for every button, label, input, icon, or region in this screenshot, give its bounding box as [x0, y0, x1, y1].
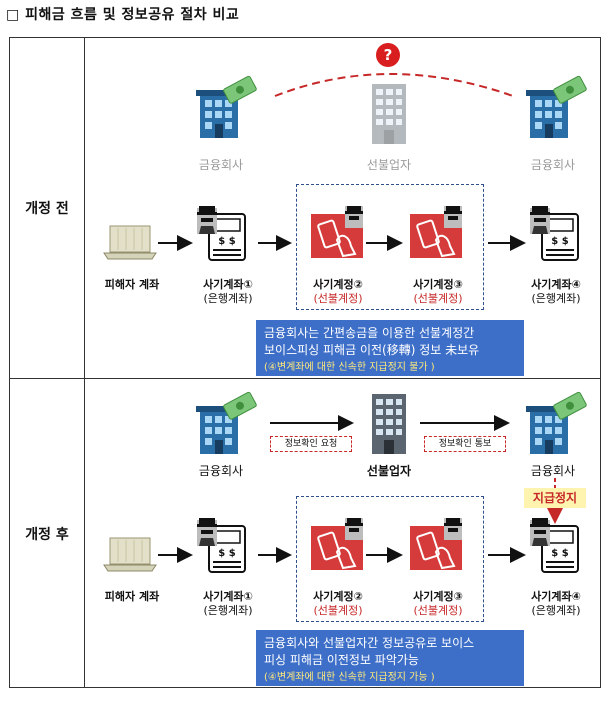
row-divider [9, 378, 601, 379]
fraud-account-1-name: 사기계좌① [203, 590, 253, 603]
prepaid-vendor-building-icon [372, 84, 406, 144]
comparison-table [9, 37, 601, 688]
laptop-icon [103, 537, 157, 572]
column-divider [84, 37, 85, 688]
summary-line: 금융회사와 선불업자간 정보공유로 보이스 [264, 636, 475, 650]
bank-building-icon [195, 391, 258, 455]
prepaid-vendor-label: 선불업자 [366, 464, 412, 478]
page-title: □ 피해금 흐름 및 정보공유 절차 비교 [6, 7, 240, 23]
fraud-account-1-type: (은행계좌) [203, 292, 253, 305]
bank-building-icon [195, 75, 258, 139]
laptop-icon [103, 225, 157, 260]
fraud-account-3-name: 사기계정③ [413, 590, 463, 603]
after-summary-box: 금융회사와 선불업자간 정보공유로 보이스 피싱 피해금 이전정보 파악가능 (… [256, 630, 524, 686]
prepaid-accounts-frame [296, 184, 484, 310]
fraud-account-2-type: (선불계정) [313, 604, 363, 617]
info-notify-label: 정보확인 통보 [424, 436, 506, 452]
summary-line: 보이스피싱 피해금 이전(移轉) 정보 未보유 [264, 343, 480, 357]
victim-account-label: 피해자 계좌 [104, 278, 160, 291]
payment-stop-badge: 지급정지 [524, 488, 586, 508]
fraud-account-1-name: 사기계좌① [203, 278, 253, 291]
bank-label: 금융회사 [530, 464, 576, 478]
row-label-before: 개정 전 [25, 201, 69, 217]
unknown-link-arc [274, 73, 514, 97]
bank-building-icon [525, 75, 588, 139]
fraud-account-2-name: 사기계정② [313, 590, 363, 603]
fraud-account-4-name: 사기계좌④ [531, 590, 581, 603]
question-icon: ? [376, 43, 400, 67]
summary-line: 금융회사는 간편송금을 이용한 선불계정간 [264, 326, 475, 340]
before-summary-box: 금융회사는 간편송금을 이용한 선불계정간 보이스피싱 피해금 이전(移轉) 정… [256, 320, 524, 376]
fraudster-atm-icon [529, 517, 579, 573]
fraud-account-3-name: 사기계정③ [413, 278, 463, 291]
summary-line: 피싱 피해금 이전정보 파악가능 [264, 653, 419, 667]
summary-note: (④변계좌에 대한 신속한 지급정지 불가 ) [264, 362, 435, 373]
fraudster-atm-icon [529, 205, 579, 261]
fraud-account-4-type: (은행계좌) [531, 604, 581, 617]
fraud-account-2-type: (선불계정) [313, 292, 363, 305]
fraud-account-1-type: (은행계좌) [203, 604, 253, 617]
bank-label: 금융회사 [530, 158, 576, 172]
fraud-account-2-name: 사기계정② [313, 278, 363, 291]
victim-account-label: 피해자 계좌 [104, 590, 160, 603]
prepaid-accounts-frame [296, 496, 484, 622]
fraud-account-4-type: (은행계좌) [531, 292, 581, 305]
prepaid-vendor-building-icon [372, 394, 406, 454]
fraud-account-4-name: 사기계좌④ [531, 278, 581, 291]
info-request-label: 정보확인 요청 [270, 436, 352, 452]
fraud-account-3-type: (선불계정) [413, 604, 463, 617]
bank-label: 금융회사 [198, 464, 244, 478]
bank-label: 금융회사 [198, 158, 244, 172]
fraud-account-3-type: (선불계정) [413, 292, 463, 305]
row-label-after: 개정 후 [25, 527, 69, 543]
bank-building-icon [525, 391, 588, 455]
prepaid-vendor-label: 선불업자 [366, 158, 412, 172]
summary-note: (④변계좌에 대한 신속한 지급정지 가능 ) [264, 672, 435, 683]
fraudster-atm-icon [196, 517, 246, 573]
fraudster-atm-icon [196, 205, 246, 261]
